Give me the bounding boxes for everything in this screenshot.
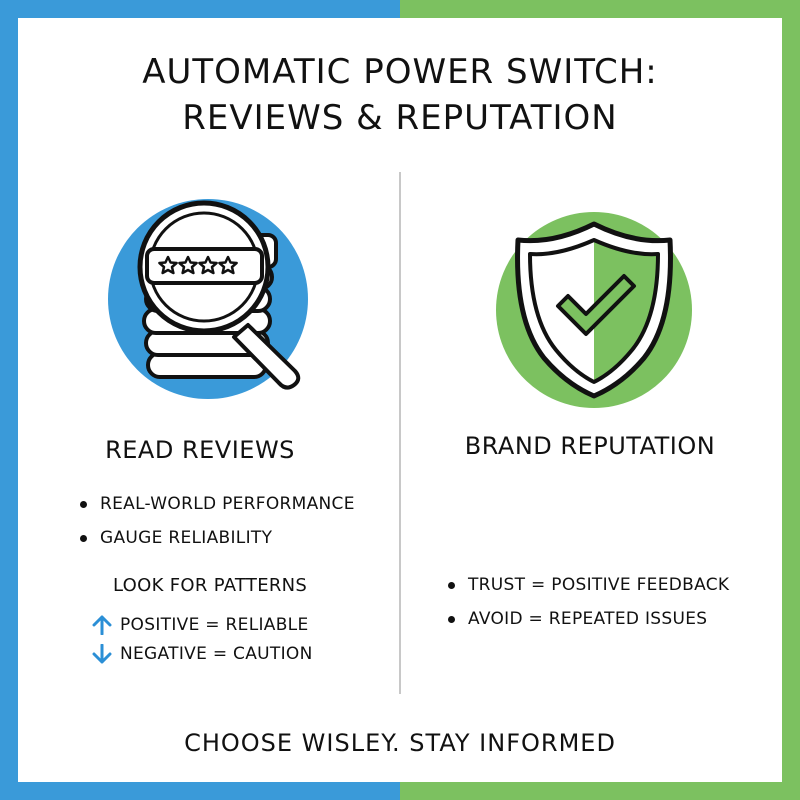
bullet-dot — [448, 582, 455, 589]
bullet-text: TRUST = POSITIVE FEEDBACK — [468, 575, 730, 595]
footer-tagline: CHOOSE WISLEY. STAY INFORMED — [184, 729, 616, 757]
bullet-text: GAUGE RELIABILITY — [100, 528, 273, 548]
brand-reputation-heading: BRAND REPUTATION — [464, 432, 716, 460]
bullet-text: AVOID = REPEATED ISSUES — [468, 609, 708, 629]
list-item: AVOID = REPEATED ISSUES — [446, 602, 729, 636]
read-reviews-bullets: REAL-WORLD PERFORMANCE GAUGE RELIABILITY — [78, 487, 355, 555]
title-line-2: REVIEWS & REPUTATION — [182, 98, 618, 138]
arrow-up-icon — [92, 615, 112, 635]
pattern-negative: NEGATIVE = CAUTION — [92, 640, 313, 668]
pattern-positive: POSITIVE = RELIABLE — [92, 611, 309, 639]
list-item: REAL-WORLD PERFORMANCE — [78, 487, 355, 521]
shield-check-icon — [494, 210, 694, 414]
brand-reputation-bullets: TRUST = POSITIVE FEEDBACK AVOID = REPEAT… — [446, 568, 729, 636]
title-line-1: AUTOMATIC POWER SWITCH: — [142, 52, 658, 92]
look-for-patterns-label: LOOK FOR PATTERNS — [113, 575, 308, 596]
bullet-dot — [80, 535, 87, 542]
read-reviews-heading: READ REVIEWS — [105, 436, 295, 464]
arrow-down-icon — [92, 644, 112, 664]
magnifier-over-review-stack-icon — [100, 185, 320, 419]
bullet-dot — [448, 616, 455, 623]
pattern-negative-text: NEGATIVE = CAUTION — [120, 644, 313, 664]
bullet-text: REAL-WORLD PERFORMANCE — [100, 494, 355, 514]
list-item: TRUST = POSITIVE FEEDBACK — [446, 568, 729, 602]
pattern-positive-text: POSITIVE = RELIABLE — [120, 615, 309, 635]
center-divider — [399, 172, 401, 694]
list-item: GAUGE RELIABILITY — [78, 521, 355, 555]
bullet-dot — [80, 501, 87, 508]
